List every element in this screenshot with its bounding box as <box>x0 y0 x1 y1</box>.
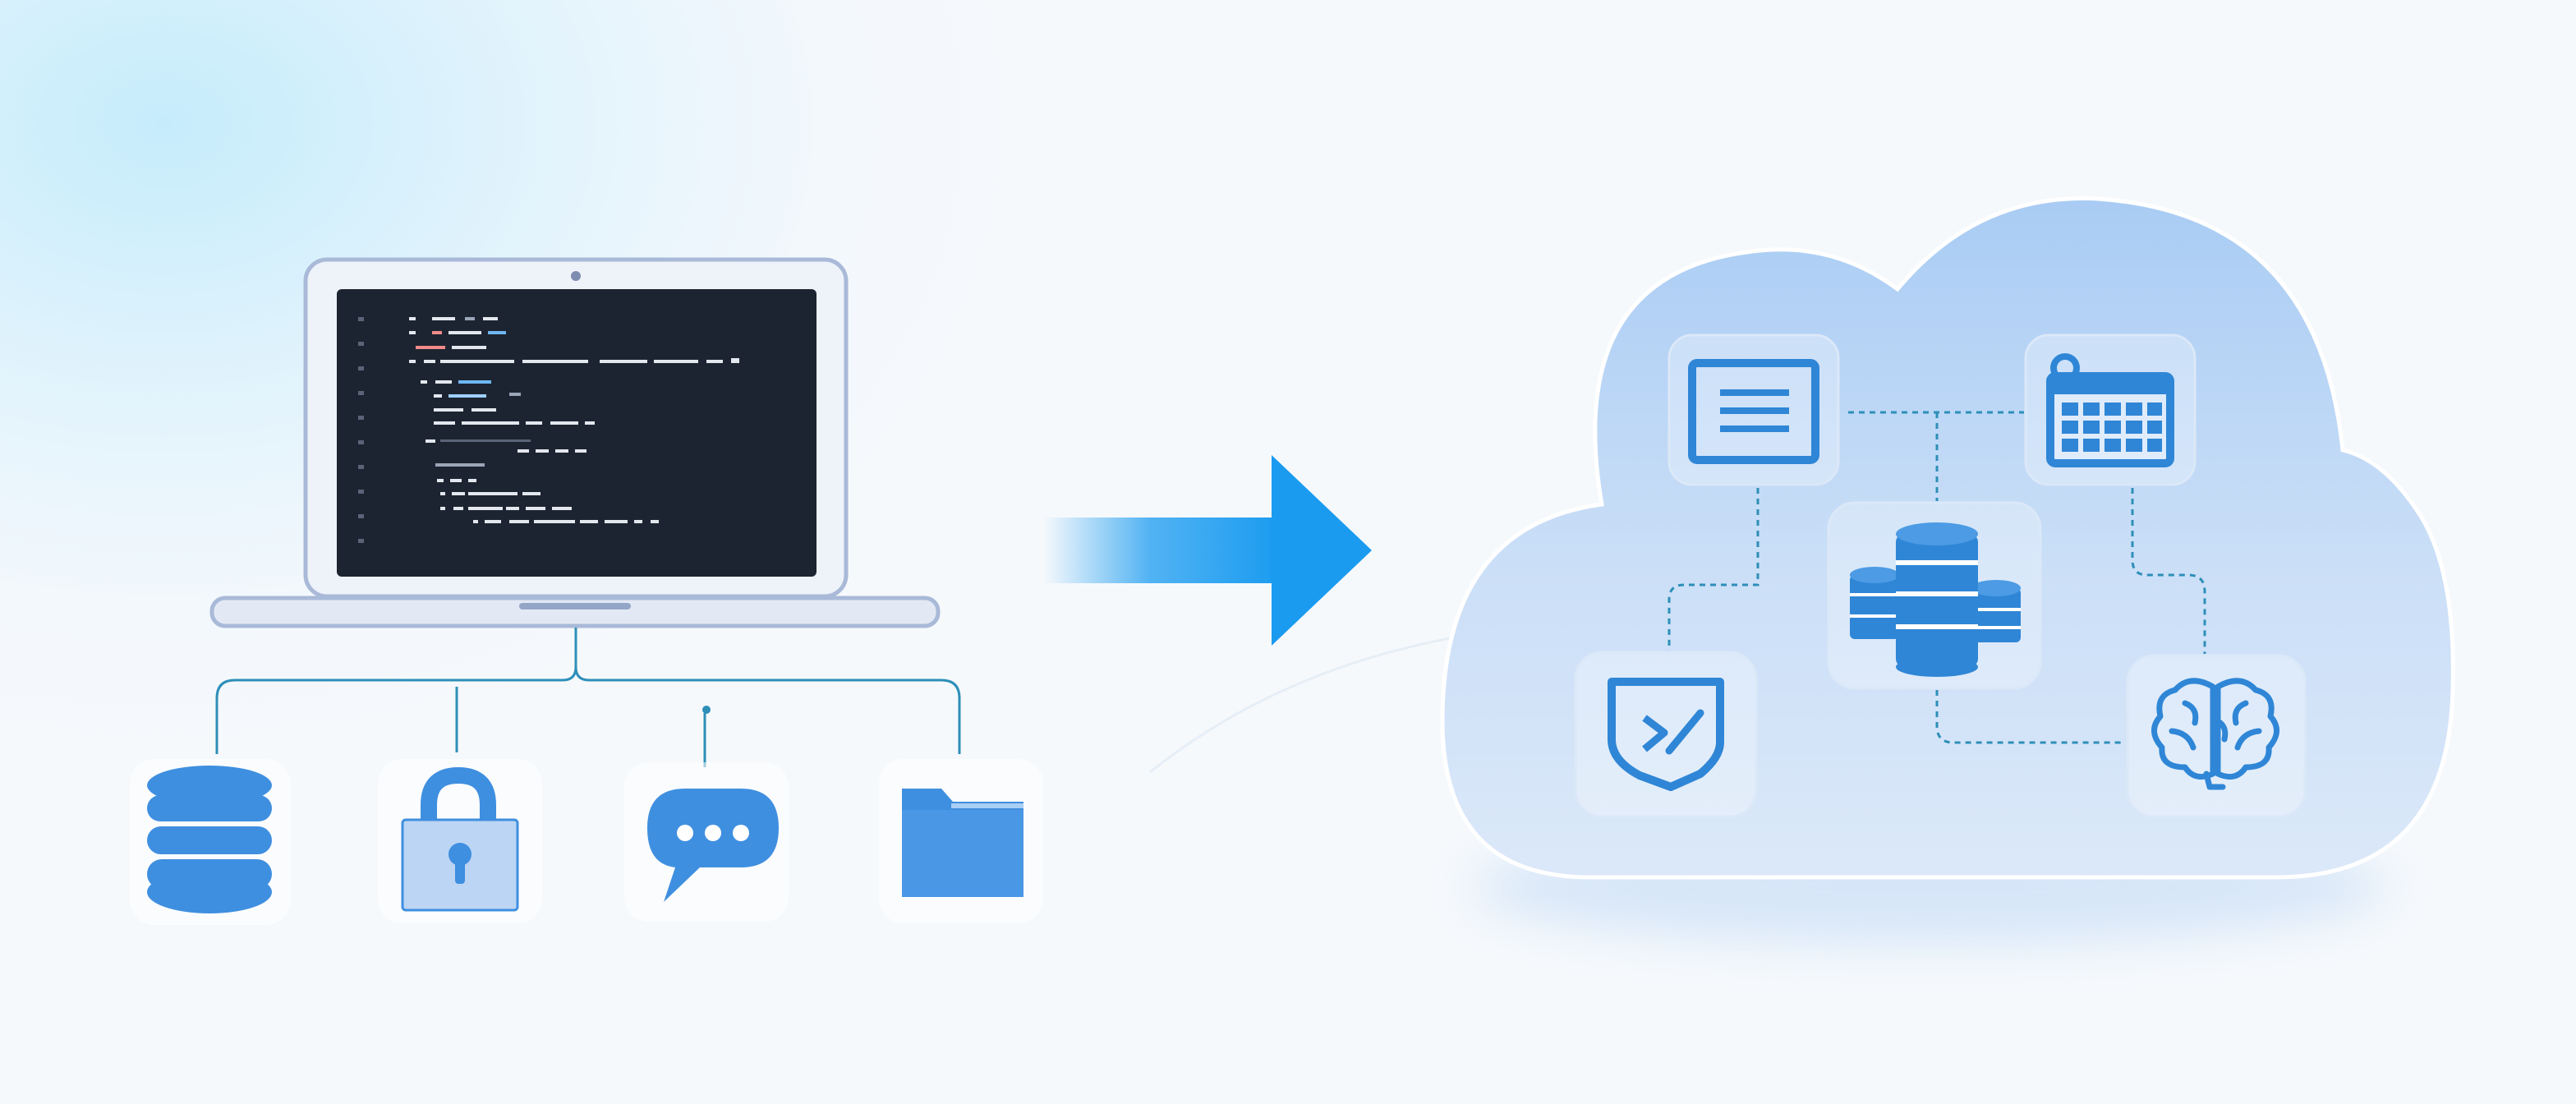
document-icon <box>1688 359 1819 464</box>
calendar-icon <box>2046 353 2174 467</box>
database-icon <box>147 766 272 913</box>
calendar-node <box>2024 334 2196 486</box>
shield-icon <box>1608 678 1724 791</box>
folder-icon <box>902 789 1024 897</box>
database-cluster-node <box>1827 501 2042 690</box>
shield-node <box>1574 651 1758 818</box>
chat-bubble-icon <box>647 789 779 902</box>
laptop-icon <box>209 257 941 628</box>
left-connector-tree <box>215 628 961 767</box>
database-cluster-icon <box>1850 522 2021 677</box>
lock-icon <box>401 766 519 912</box>
code-lines <box>409 317 739 523</box>
lock-item <box>378 759 542 923</box>
chat-item <box>624 762 789 922</box>
cloud-connectors <box>1668 411 2206 744</box>
code-editor-screen <box>337 289 816 577</box>
arrow-right-icon <box>1043 455 1372 646</box>
laptop-base <box>209 596 941 628</box>
line-gutter <box>358 317 364 543</box>
brain-icon <box>2151 678 2279 790</box>
database-item <box>130 759 291 925</box>
brain-node <box>2126 654 2307 818</box>
document-node <box>1668 334 1840 486</box>
folder-item <box>879 759 1043 923</box>
